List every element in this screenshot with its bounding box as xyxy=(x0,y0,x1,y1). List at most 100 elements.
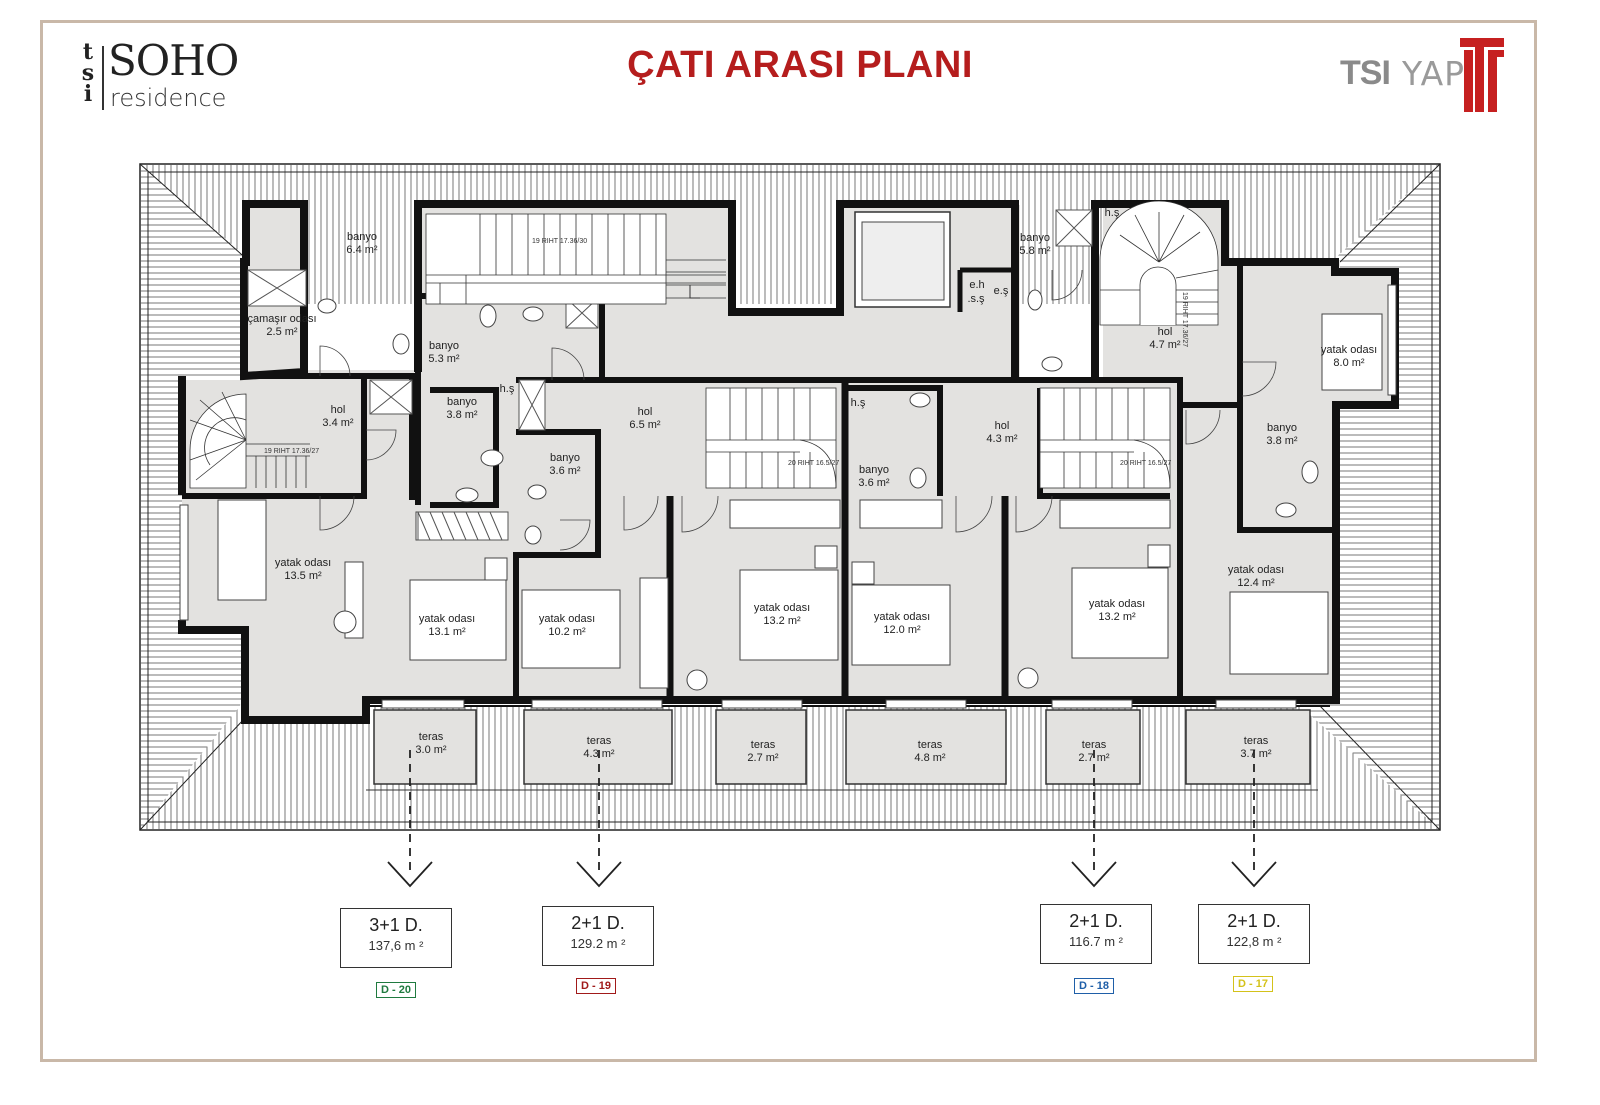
unit-type: 2+1 D. xyxy=(571,913,625,933)
room-area: 12.0 m² xyxy=(883,624,921,636)
tsi-monogram-icon xyxy=(1460,38,1504,112)
mid-stair-note: 20 RIHT 16.5/27 xyxy=(788,460,840,467)
room-area: 3.6 m² xyxy=(549,465,581,477)
room-name: yatak odası xyxy=(753,602,811,614)
room-name: teras xyxy=(917,739,943,751)
room-area: 6.5 m² xyxy=(629,419,661,431)
room-area: 13.1 m² xyxy=(428,626,466,638)
unit-code-tag: D - 20 xyxy=(376,982,416,998)
eh-label: e.h xyxy=(969,279,985,291)
room-name: hol xyxy=(330,404,346,416)
unit-area: 129.2 m ² xyxy=(570,936,626,951)
unit-area: 137,6 m ² xyxy=(368,938,424,953)
room-area: 3.8 m² xyxy=(1266,435,1298,447)
room-name: teras xyxy=(1081,739,1107,751)
room-area: 2.7 m² xyxy=(1078,752,1110,764)
hs-label: h.ş xyxy=(1104,207,1120,219)
hs-label: h.ş xyxy=(499,383,515,395)
main-staircase xyxy=(425,213,726,305)
room-name: yatak odası xyxy=(418,613,476,625)
room-area: 2.7 m² xyxy=(747,752,779,764)
room-area: 4.3 m² xyxy=(986,433,1018,445)
room-area: 13.5 m² xyxy=(284,570,322,582)
room-area: 5.8 m² xyxy=(1019,245,1051,257)
room-area: 3.8 m² xyxy=(446,409,478,421)
room-name: banyo xyxy=(447,396,477,408)
room-area: 3.4 m² xyxy=(322,417,354,429)
room-area: 4.7 m² xyxy=(1149,339,1181,351)
tsi-yapi-logo: TSI YAPI xyxy=(1340,36,1540,116)
spiral-stair-note: 19 RIHT 17.36/27 xyxy=(1181,292,1188,348)
unit-type: 2+1 D. xyxy=(1069,911,1123,931)
terraces xyxy=(366,705,1330,791)
room-name: teras xyxy=(1243,735,1269,747)
hs-label: h.ş xyxy=(850,397,866,409)
room-area: 13.2 m² xyxy=(1098,611,1136,623)
shower-boxes xyxy=(247,209,1093,541)
logo-brand-light: YAPI xyxy=(1402,54,1476,93)
room-area: 3.6 m² xyxy=(858,477,890,489)
room-name: yatak odası xyxy=(274,557,332,569)
unit-code-tag: D - 19 xyxy=(576,978,616,994)
room-name: banyo xyxy=(1020,232,1050,244)
room-name: teras xyxy=(418,731,444,743)
room-name: yatak odası xyxy=(873,611,931,623)
room-name: yatak odası xyxy=(1320,344,1378,356)
room-area: 8.0 m² xyxy=(1333,357,1365,369)
room-area: 10.2 m² xyxy=(548,626,586,638)
room-area: 6.4 m² xyxy=(346,244,378,256)
room-name: yatak odası xyxy=(538,613,596,625)
unit-area: 122,8 m ² xyxy=(1226,934,1282,949)
room-name: hol xyxy=(637,406,653,418)
spiral-staircases xyxy=(189,200,1219,489)
room-area: 12.4 m² xyxy=(1237,577,1275,589)
unit-summary-box: 3+1 D. 137,6 m ² xyxy=(340,908,452,968)
room-name: banyo xyxy=(1267,422,1297,434)
room-name: banyo xyxy=(550,452,580,464)
unit-code-tag: D - 17 xyxy=(1233,976,1273,992)
room-area: 3.7 m² xyxy=(1240,748,1272,760)
es-label: .s.ş xyxy=(967,293,985,305)
unit-type: 3+1 D. xyxy=(369,915,423,935)
unit-summary-box: 2+1 D. 129.2 m ² xyxy=(542,906,654,966)
left-stair-note: 19 RIHT 17.36/27 xyxy=(264,448,320,455)
room-name: çamaşır odası xyxy=(247,313,317,325)
room-name: banyo xyxy=(347,231,377,243)
fixtures xyxy=(317,289,1319,691)
room-name: teras xyxy=(586,735,612,747)
room-name: yatak odası xyxy=(1227,564,1285,576)
page-frame xyxy=(40,20,1537,1062)
unit-code-tag: D - 18 xyxy=(1074,978,1114,994)
mid-staircase xyxy=(705,387,1171,489)
unit-summary-box: 2+1 D. 122,8 m ² xyxy=(1198,904,1310,964)
room-area: 5.3 m² xyxy=(428,353,460,365)
unit-type: 2+1 D. xyxy=(1227,911,1281,931)
room-area: 3.0 m² xyxy=(415,744,447,756)
room-area: 4.3 m² xyxy=(583,748,615,760)
main-stair-note: 19 RIHT 17.36/30 xyxy=(532,238,588,245)
logo-brand-bold: TSI xyxy=(1340,54,1391,92)
room-name: hol xyxy=(994,420,1010,432)
room-name: banyo xyxy=(429,340,459,352)
